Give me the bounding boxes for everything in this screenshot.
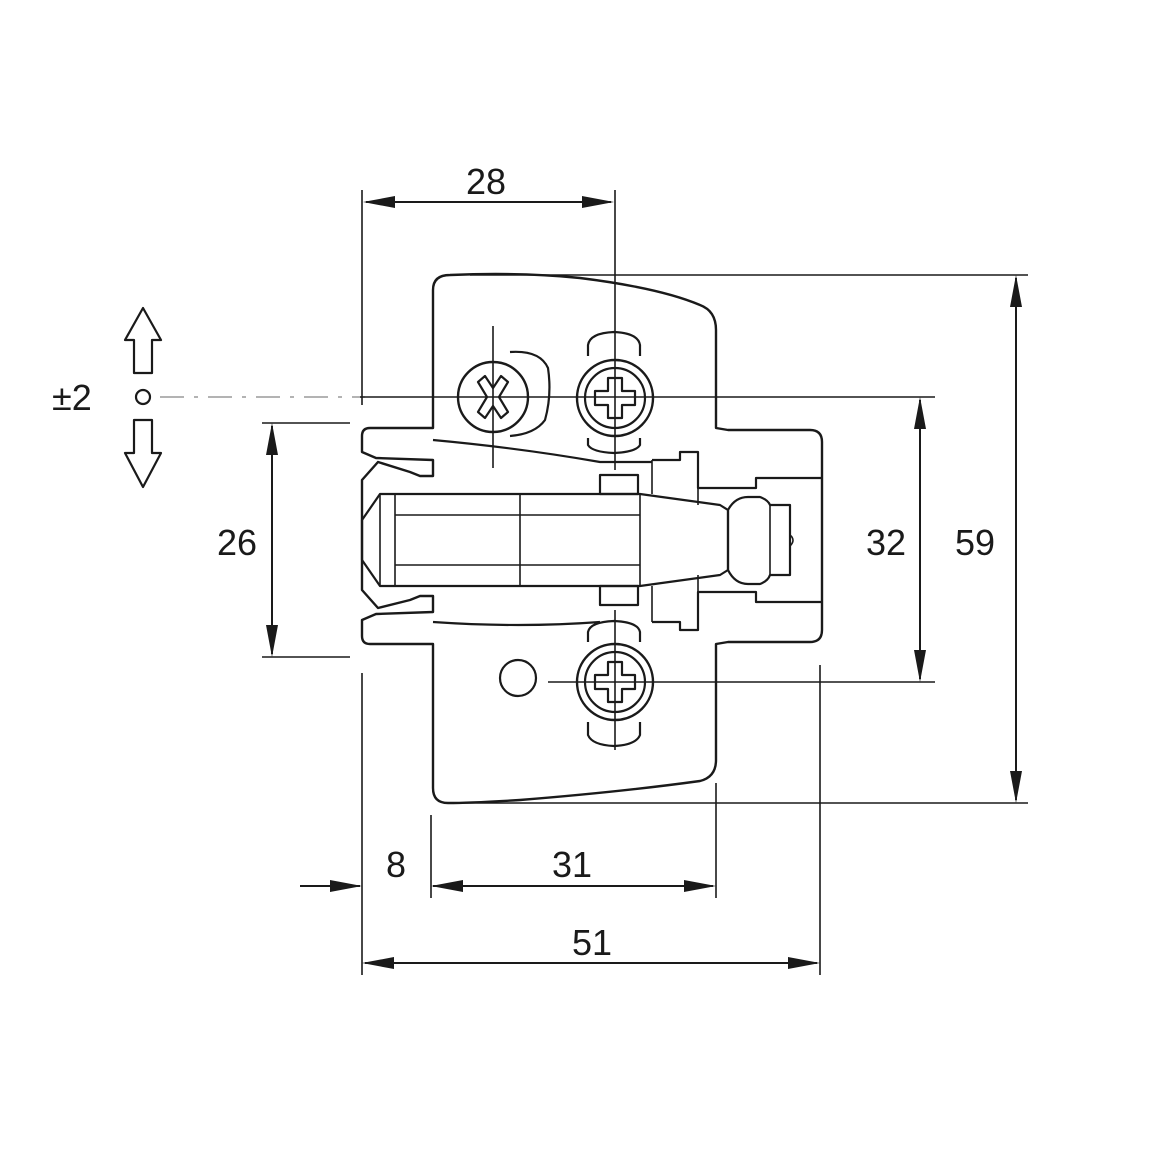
dimension-26: 26 xyxy=(217,423,278,657)
dimension-31: 31 xyxy=(431,844,716,892)
dimension-label-8: 8 xyxy=(386,844,406,885)
arrow-up-icon xyxy=(123,306,163,375)
dimension-label-51: 51 xyxy=(572,922,612,963)
cam-adjuster xyxy=(726,495,792,586)
phillips-head-icon xyxy=(593,376,637,420)
housing-steps xyxy=(652,450,822,490)
adjustment-indicator: ±2 xyxy=(52,306,163,489)
dimension-32: 32 xyxy=(866,397,926,682)
plate-outline xyxy=(360,272,824,805)
locating-hole xyxy=(498,658,538,698)
dimension-label-59: 59 xyxy=(955,522,995,563)
dimension-28: 28 xyxy=(363,161,614,208)
slot-tab-top xyxy=(598,473,640,496)
extension-lines xyxy=(262,190,1028,975)
dimension-label-26: 26 xyxy=(217,522,257,563)
phillips-head-icon xyxy=(593,660,637,704)
dimension-label-31: 31 xyxy=(552,844,592,885)
dimension-8: 8 xyxy=(300,844,406,892)
dimension-label-28: 28 xyxy=(466,161,506,202)
pivot-point-icon xyxy=(134,388,152,406)
adjustment-label: ±2 xyxy=(52,377,92,418)
arrow-down-icon xyxy=(123,418,163,489)
slot-tab-bottom xyxy=(598,584,640,607)
dimension-51: 51 xyxy=(362,922,820,969)
dimension-59: 59 xyxy=(955,275,1022,803)
eccentric-boss xyxy=(509,350,551,438)
dimension-label-32: 32 xyxy=(866,522,906,563)
mounting-plate xyxy=(360,272,824,805)
